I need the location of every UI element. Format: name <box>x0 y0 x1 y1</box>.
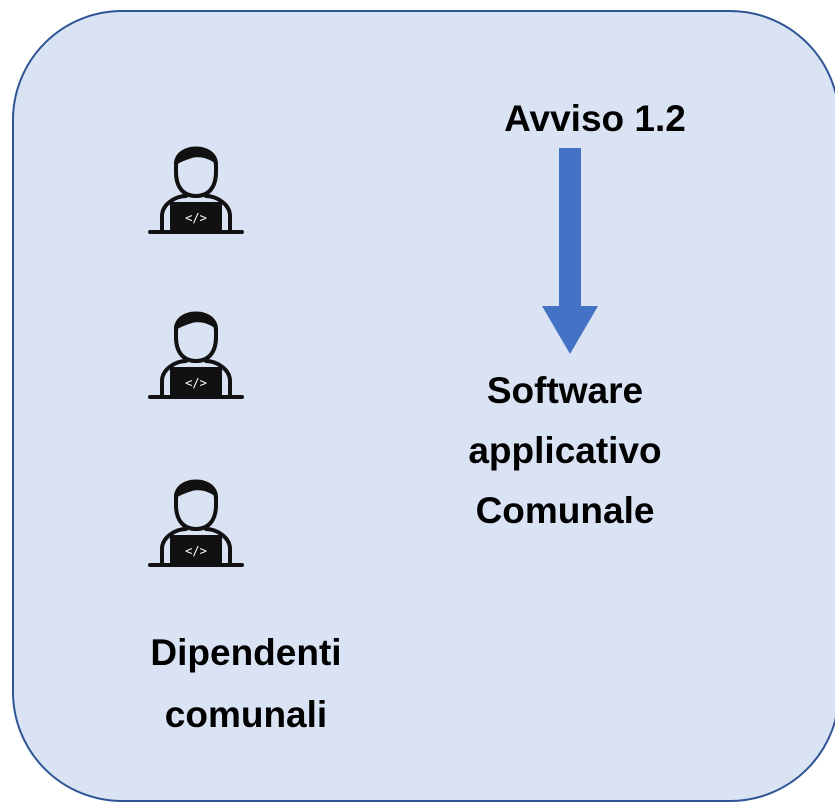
target-label-line-3: Comunale <box>475 490 655 531</box>
svg-text:</>: </> <box>185 544 207 558</box>
employees-label-line-2: comunali <box>164 694 328 735</box>
svg-text:</>: </> <box>185 211 207 225</box>
employees-label-line-1: Dipendenti <box>150 632 342 673</box>
developer-laptop-icon: </> <box>136 463 256 573</box>
avviso-label: Avviso 1.2 <box>504 98 686 139</box>
down-arrow <box>540 148 600 356</box>
target-label-line-2: applicativo <box>468 430 662 471</box>
svg-text:</>: </> <box>185 376 207 390</box>
developer-laptop-icon: </> <box>136 130 256 240</box>
developer-laptop-icon: </> <box>136 295 256 405</box>
target-label-line-1: Software <box>486 370 644 411</box>
diagram-panel <box>12 10 835 802</box>
